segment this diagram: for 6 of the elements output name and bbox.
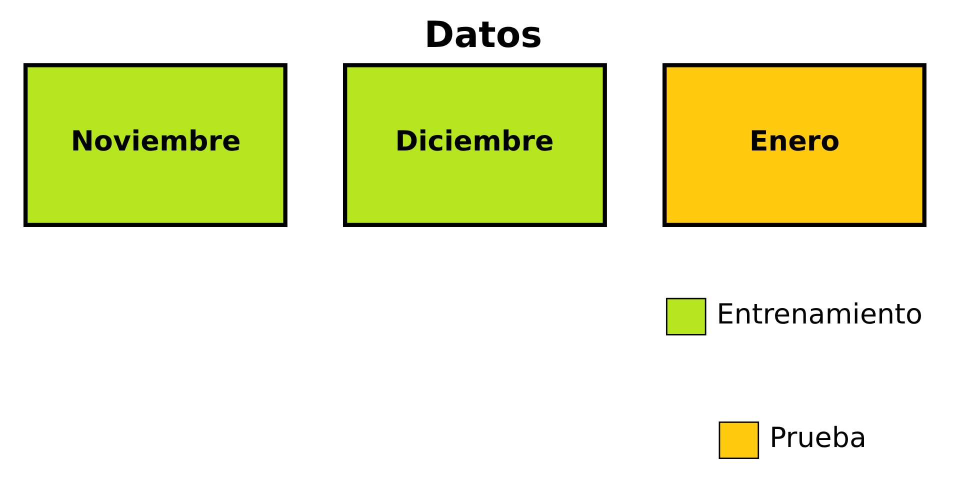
legend-label: Entrenamiento [716,298,923,331]
diagram-title: Datos [424,12,542,56]
node-box: Diciembre [343,63,607,228]
legend-label: Prueba [769,421,866,454]
node-box: Enero [662,63,926,228]
node-box: Noviembre [23,63,288,228]
